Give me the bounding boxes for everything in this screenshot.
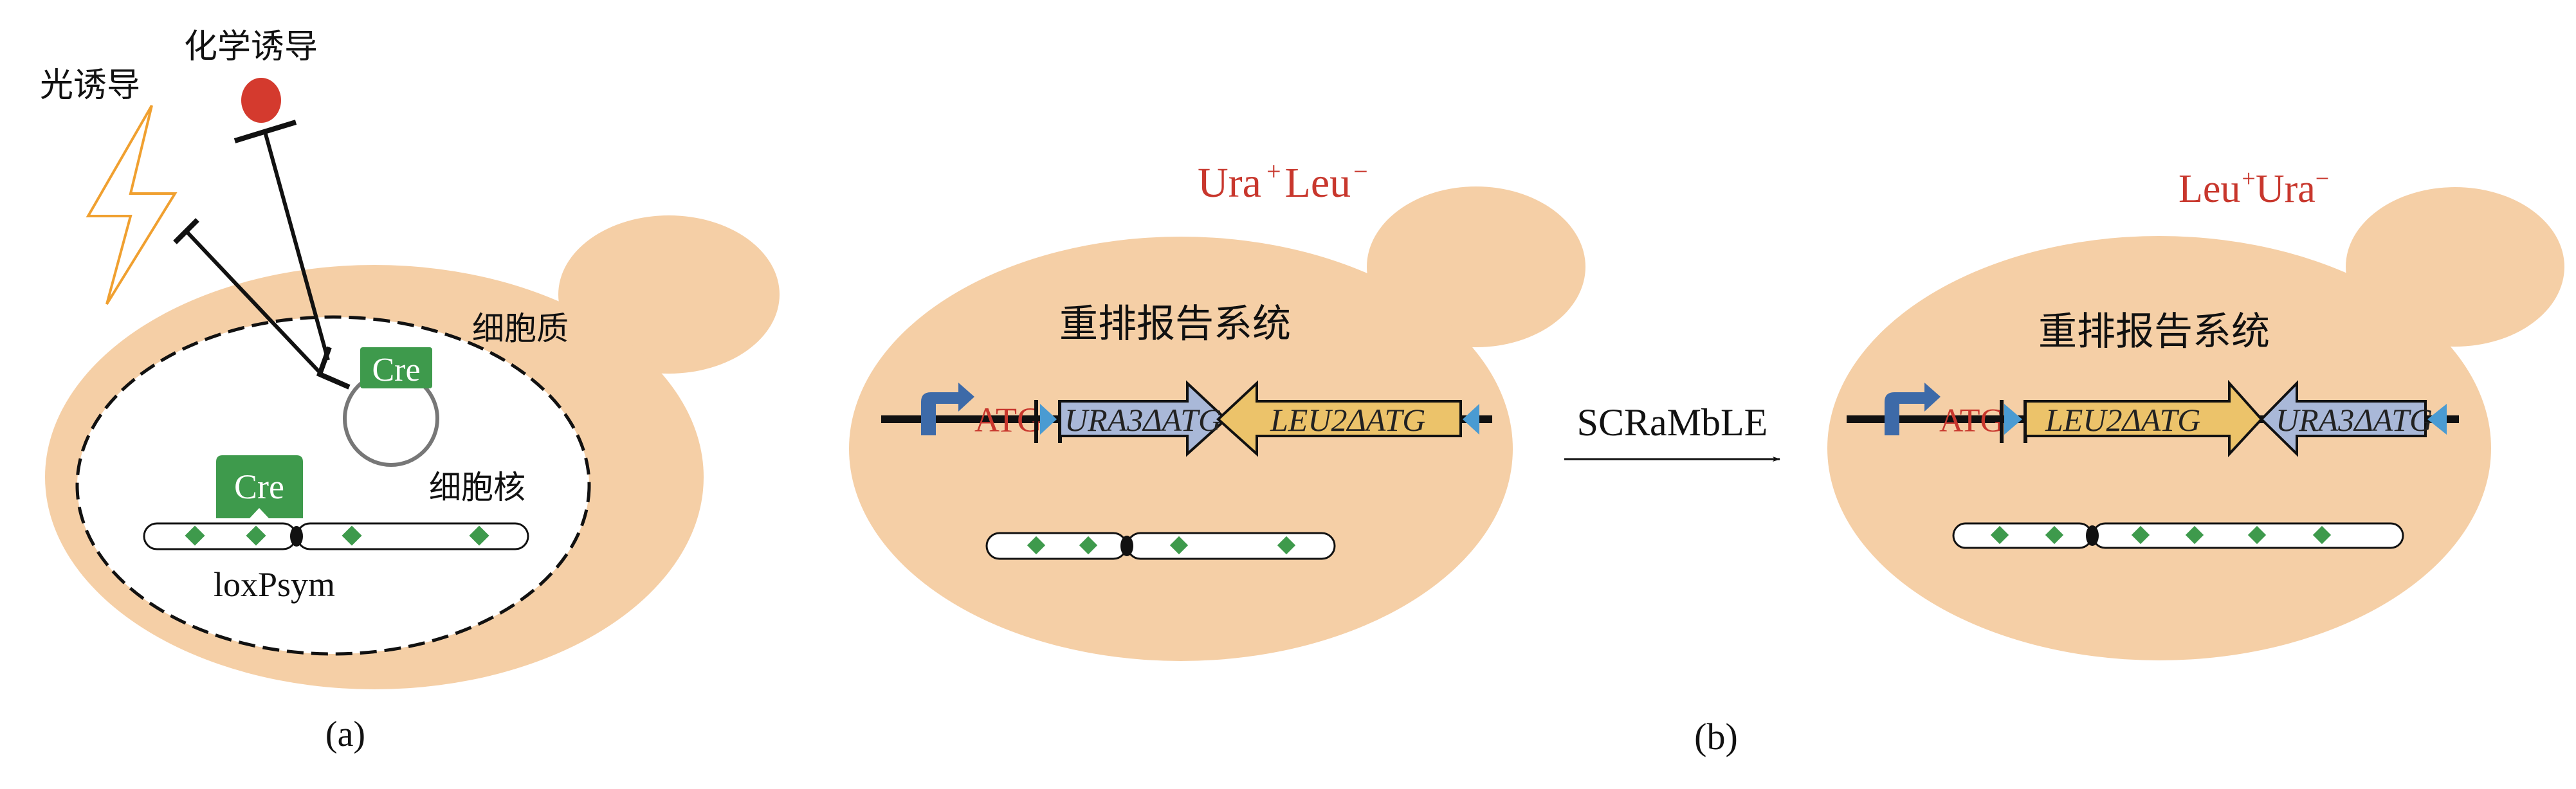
leu2-gene-arrow <box>1216 380 1462 457</box>
phenotype-label: Ura+Leu− <box>1198 157 1368 206</box>
promoter-arrow-icon <box>316 346 351 390</box>
cre-recombinase-label: Cre <box>234 467 284 506</box>
phenotype-label: Leu+Ura− <box>2179 165 2329 211</box>
nucleus <box>75 315 591 656</box>
cell-body <box>1827 236 2491 660</box>
centromere <box>290 526 303 547</box>
reporter-system-label: 重排报告系统 <box>2038 309 2270 354</box>
reporter-cassette: ATG LEU2ΔATG URA3ΔATG <box>1847 379 2459 458</box>
scramble-label: SCRaMbLE <box>1577 401 1768 444</box>
loxpsym-label: loxPsym <box>214 565 335 604</box>
loxp-triangle <box>2427 404 2447 435</box>
loxp-triangle <box>1040 404 1057 435</box>
cre-plasmid-label: Cre <box>372 352 420 388</box>
nucleus-label: 细胞核 <box>429 469 525 506</box>
panel-b-after: Leu+Ura− 重排报告系统 ATG LEU2ΔATG URA3ΔATG <box>1827 165 2564 660</box>
phenotype-sup: − <box>2316 165 2329 192</box>
panel-b-before: Ura+Leu− 重排报告系统 ATG URA3ΔATG LEU2ΔATG <box>849 157 1585 661</box>
leu2-gene-label: LEU2ΔATG <box>2045 402 2200 438</box>
leu2-gene-arrow <box>2024 379 2263 458</box>
loxp-triangle <box>1463 404 1479 435</box>
chem-inhibit-line <box>263 131 330 361</box>
ura3-gene-label: URA3ΔATG <box>2276 402 2433 438</box>
phenotype-sup: − <box>1353 157 1368 186</box>
promoter-arrow-icon <box>1885 383 1941 435</box>
caption-b: (b) <box>1694 716 1738 757</box>
phenotype-leu: Leu <box>1285 159 1351 206</box>
cre-gene-box <box>360 347 432 388</box>
leu2-gene-label: LEU2ΔATG <box>1270 402 1425 438</box>
phenotype-ura: Ura <box>2256 167 2316 211</box>
loxpsym-site <box>2131 525 2150 545</box>
loxpsym-site <box>2312 525 2332 545</box>
loxpsym-site <box>246 525 266 546</box>
scramble-transition: SCRaMbLE <box>1564 401 1780 462</box>
phenotype-sup: + <box>1266 157 1281 186</box>
loxpsym-site <box>1079 536 1098 555</box>
phenotype-ura: Ura <box>1198 159 1261 206</box>
centromere <box>1120 536 1133 556</box>
atg-label: ATG <box>974 401 1042 439</box>
panel-a: 光诱导 化学诱导 Cre 细胞质 细胞核 Cre loxPsym (a) <box>40 28 780 754</box>
light-inhibit-bar <box>173 218 199 244</box>
light-inhibit-line <box>185 230 322 374</box>
chromosome <box>985 532 1336 560</box>
atg-label: ATG <box>1939 403 2004 439</box>
light-induction-label: 光诱导 <box>40 66 140 105</box>
chemical-inducer-dot <box>241 78 281 123</box>
ura3-gene-arrow <box>1059 380 1228 457</box>
phenotype-sup: + <box>2242 165 2255 192</box>
loxpsym-site <box>1169 536 1189 555</box>
reporter-system-label: 重排报告系统 <box>1059 302 1291 347</box>
reporter-cassette: ATG URA3ΔATG LEU2ΔATG <box>881 380 1492 457</box>
chromosome <box>143 522 529 550</box>
phenotype-leu: Leu <box>2179 167 2240 211</box>
loxpsym-site <box>1027 536 1046 555</box>
cre-recombinase <box>216 455 303 518</box>
centromere <box>2086 525 2099 546</box>
ura3-gene-label: URA3ΔATG <box>1064 402 1221 438</box>
loxpsym-site <box>2247 525 2267 545</box>
chem-inhibit-bar <box>233 120 297 143</box>
loxpsym-site <box>1990 525 2009 545</box>
chromosome <box>1952 522 2404 549</box>
loxpsym-site <box>2045 525 2064 545</box>
lightning-icon <box>86 105 178 305</box>
loxpsym-site <box>1277 536 1296 555</box>
caption-a: (a) <box>325 714 365 754</box>
promoter-arrow-icon <box>921 383 974 435</box>
loxpsym-site <box>185 525 205 546</box>
cell-body <box>849 237 1513 661</box>
loxp-triangle <box>2004 404 2022 435</box>
chemical-induction-label: 化学诱导 <box>184 28 318 66</box>
cytoplasm-label: 细胞质 <box>472 310 569 347</box>
loxpsym-site <box>2185 525 2204 545</box>
ura3-gene-arrow <box>2260 380 2427 457</box>
